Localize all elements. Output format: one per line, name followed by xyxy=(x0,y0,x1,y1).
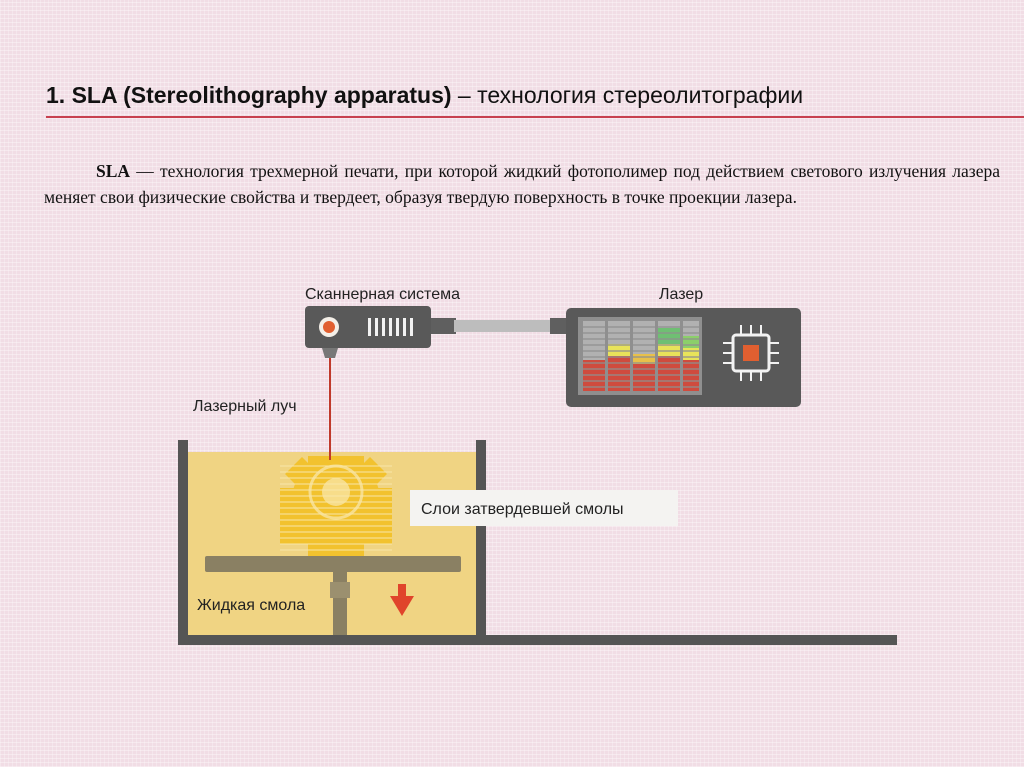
laser-label: Лазер xyxy=(659,286,703,303)
laser-device xyxy=(566,308,801,407)
tank-right-wall xyxy=(476,440,486,640)
cable-connector-left xyxy=(428,318,456,334)
cable-connector-right xyxy=(550,318,570,334)
platform-clamp xyxy=(330,582,350,598)
hardened-layers-label: Слои затвердевшей смолы xyxy=(421,501,624,518)
definition-paragraph: SLA — технология трехмерной печати, при … xyxy=(44,158,1000,210)
slide-title: 1. SLA (Stereolithography apparatus) – т… xyxy=(46,82,986,109)
connection-cable xyxy=(454,320,554,332)
liquid-resin-label: Жидкая смола xyxy=(197,597,305,614)
definition-text: — технология трехмерной печати, при кото… xyxy=(44,161,1000,207)
scanner-label: Сканнерная система xyxy=(305,286,460,303)
laser-beam-label: Лазерный луч xyxy=(193,398,297,415)
down-arrow-icon xyxy=(390,584,414,616)
slide-title-rest: – технология стереолитографии xyxy=(451,82,804,108)
build-platform xyxy=(205,556,461,572)
resin-tank xyxy=(178,440,897,645)
definition-term: SLA xyxy=(96,161,131,181)
title-underline xyxy=(46,116,1024,118)
layers-label-box xyxy=(410,490,678,526)
scanner-device xyxy=(305,306,431,358)
hardened-layers-gear xyxy=(280,456,392,566)
equalizer-display xyxy=(580,321,702,391)
platform-shaft xyxy=(333,570,347,636)
chip-icon xyxy=(723,325,779,381)
slide-title-main: 1. SLA (Stereolithography apparatus) xyxy=(46,82,452,108)
